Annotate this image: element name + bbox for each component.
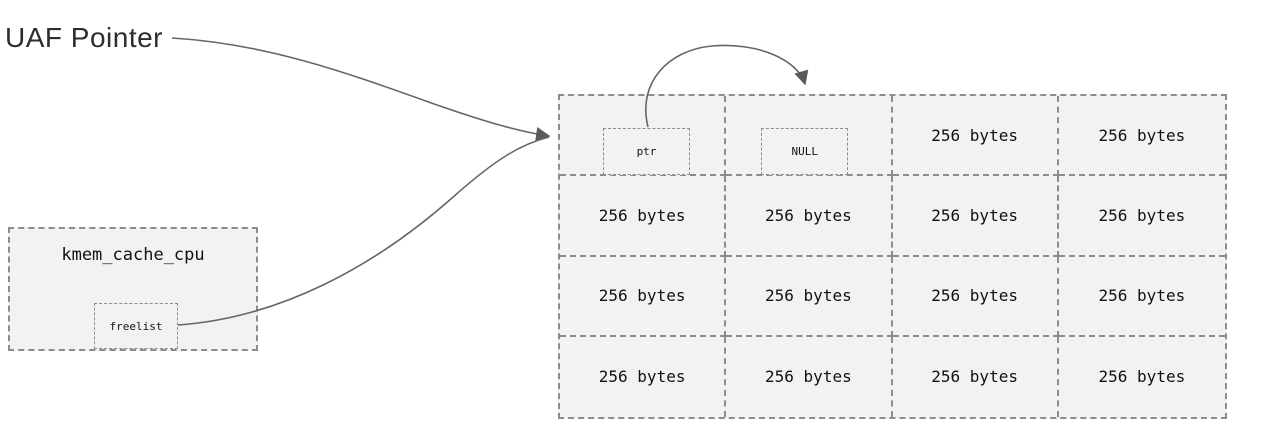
slab-cell-r0c3: 256 bytes [1058,96,1225,177]
ptr-label: ptr [636,145,657,159]
slab-cell-r1c2: 256 bytes [892,176,1059,257]
chunk-size-label: 256 bytes [931,125,1018,145]
slab-grid: ptr NULL 256 bytes 256 bytes 256 bytes 2… [558,94,1227,419]
freelist-label: freelist [109,319,163,333]
kmem-cache-cpu-box: kmem_cache_cpu freelist [8,227,258,351]
slab-cell-r3c3: 256 bytes [1059,337,1225,417]
chunk-size-label: 256 bytes [1098,205,1186,225]
uaf-pointer-label: UAF Pointer [5,22,163,53]
chunk-size-label: 256 bytes [1098,125,1186,145]
chunk-size-label: 256 bytes [598,367,686,387]
slab-cell-r1c1: 256 bytes [726,176,893,257]
chunk-size-label: 256 bytes [1098,286,1186,306]
chunk-size-label: 256 bytes [1098,367,1186,387]
chunk-size-label: 256 bytes [931,286,1018,306]
slab-cell-r3c1: 256 bytes [726,336,893,417]
freelist-box: freelist [94,303,178,349]
slab-cell-r1c0: 256 bytes [560,176,727,257]
slab-cell-r0c0: ptr [560,96,727,177]
chunk-size-label: 256 bytes [598,205,686,225]
chunk-size-label: 256 bytes [765,286,852,306]
uaf-pointer-arrow [171,37,551,142]
chunk-size-label: 256 bytes [765,205,852,225]
chunk-size-label: 256 bytes [931,205,1018,225]
slab-cell-r0c1: NULL [726,96,893,177]
chunk-size-label: 256 bytes [765,367,852,387]
kmem-cache-cpu-title: kmem_cache_cpu [61,245,205,265]
slab-cell-r2c2: 256 bytes [892,256,1059,337]
null-box: NULL [761,128,849,176]
null-label: NULL [791,145,819,159]
slab-cell-r2c3: 256 bytes [1058,257,1225,337]
ptr-box: ptr [603,128,690,176]
slab-cell-r3c0: 256 bytes [560,336,727,417]
chunk-size-label: 256 bytes [598,286,686,306]
slab-cell-r2c1: 256 bytes [726,256,893,337]
slab-cell-r1c3: 256 bytes [1058,176,1225,257]
slab-cell-r2c0: 256 bytes [560,256,727,337]
slab-cell-r0c2: 256 bytes [892,96,1059,177]
slab-cell-r3c2: 256 bytes [893,336,1059,417]
chunk-size-label: 256 bytes [931,367,1018,387]
